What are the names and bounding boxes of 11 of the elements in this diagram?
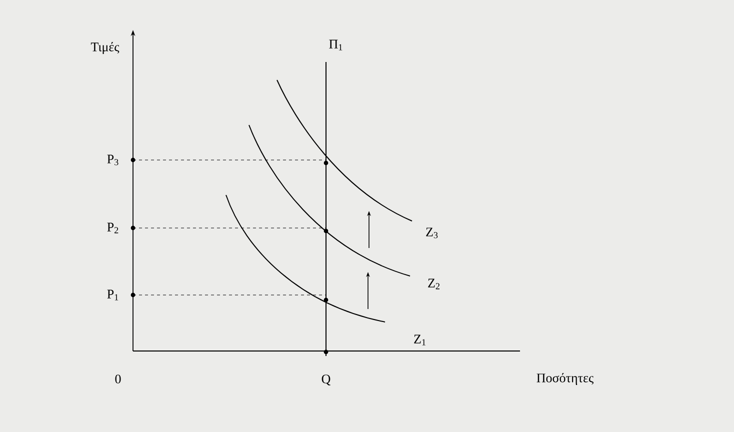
origin-label: 0 — [115, 374, 121, 384]
quantity-label: Q — [322, 374, 330, 386]
price-label: P$_{2}$ — [107, 222, 118, 234]
price-label: P$_{1}$ — [107, 290, 118, 300]
axis-label: Τιμές — [90, 42, 120, 54]
curve-label: Z$_{1}$ — [414, 334, 426, 346]
price-label: P$_{3}$ — [107, 154, 118, 166]
curve-label: Z$_{3}$ — [426, 228, 438, 238]
curve-label: Z$_{2}$ — [428, 278, 440, 290]
line-label: Π$_{1}$ — [329, 40, 342, 50]
axis-label: Ποσότητες — [536, 373, 594, 385]
